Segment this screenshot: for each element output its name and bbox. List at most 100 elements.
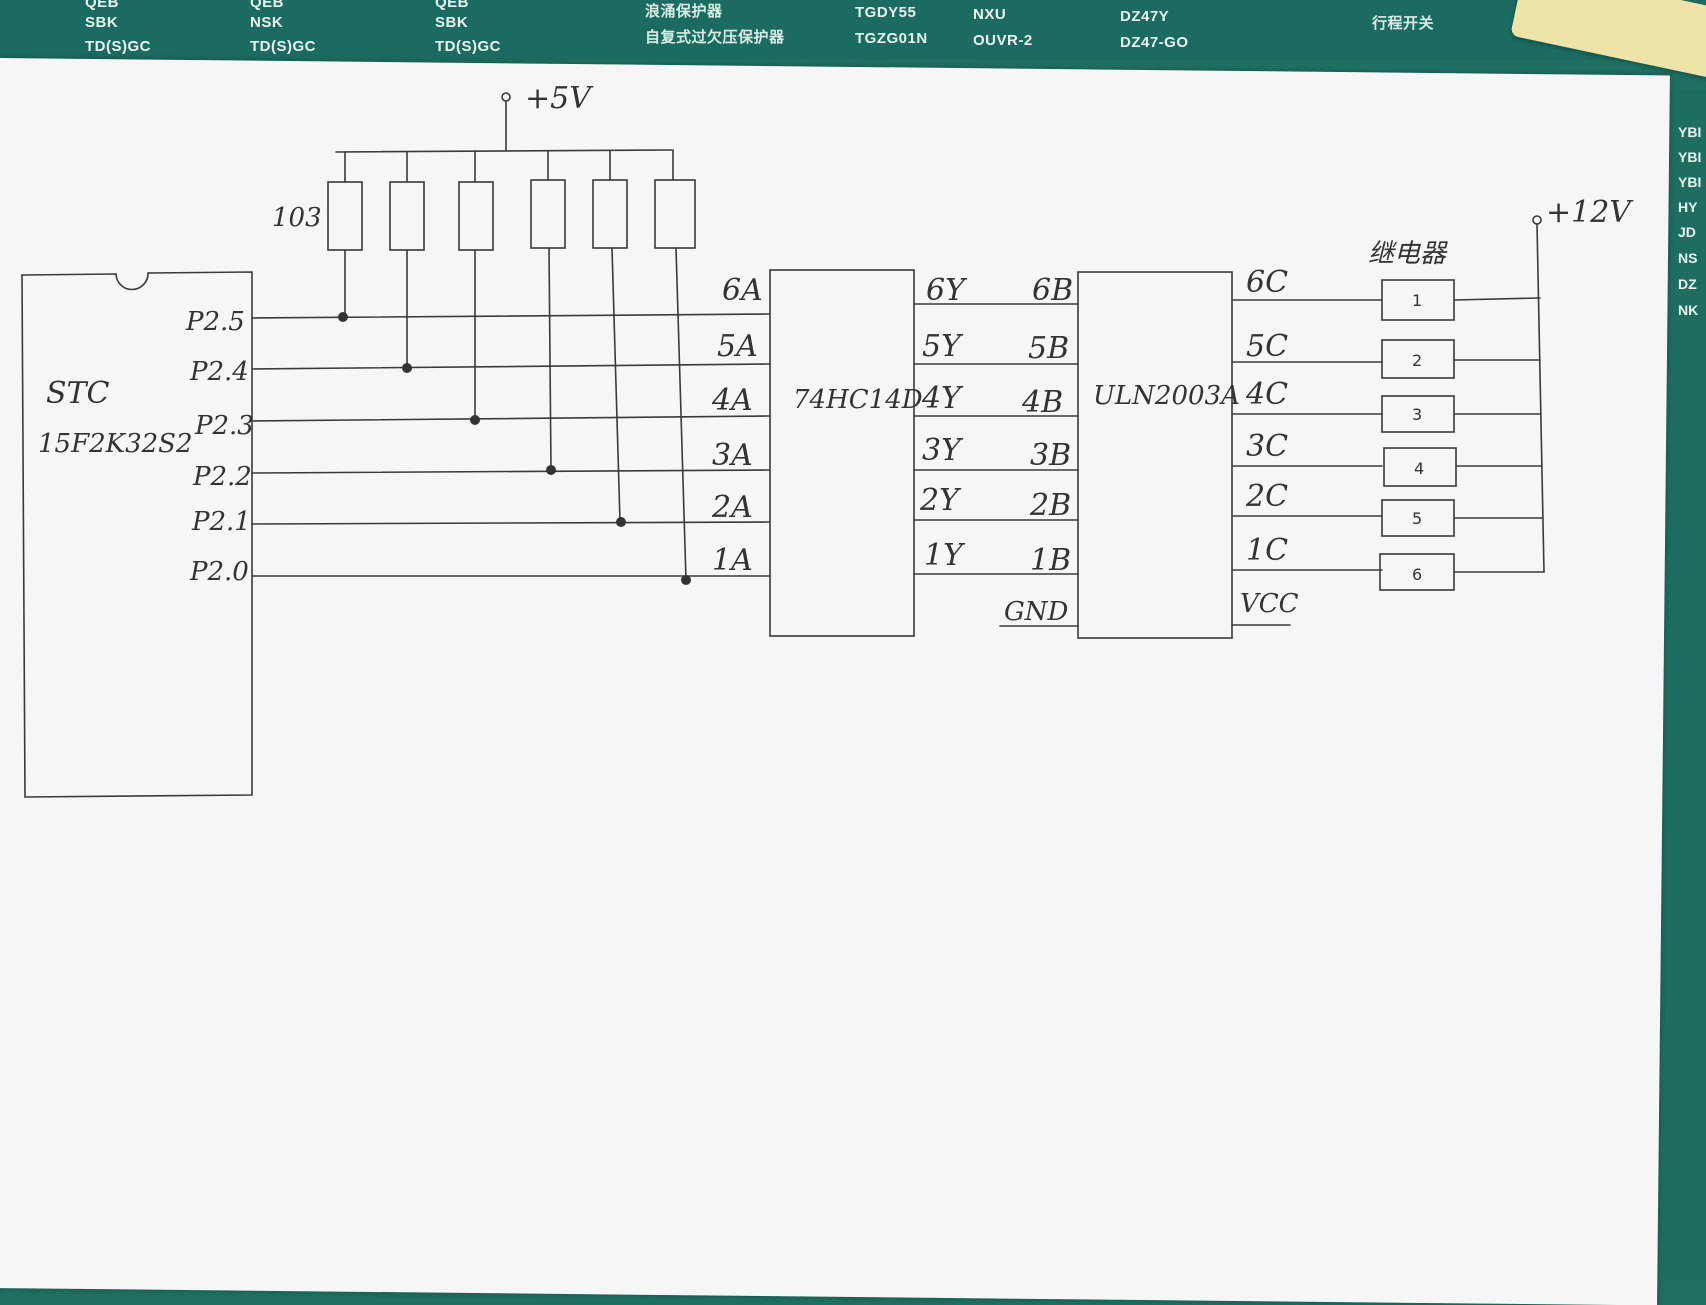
background-banner: QEB SBK TD(S)GC QEB NSK TD(S)GC QEB SBK … xyxy=(0,0,1706,60)
supply-5v-terminal xyxy=(501,92,511,102)
driver-output-label: 5C xyxy=(1246,329,1288,364)
banner-text: SBK xyxy=(85,14,119,31)
junction-dot xyxy=(681,575,691,585)
banner-text: TGZG01N xyxy=(855,30,928,47)
relay-number: 5 xyxy=(1412,509,1422,528)
mcu-pin-label: P2.2 xyxy=(192,462,252,492)
relay-number: 6 xyxy=(1412,565,1422,584)
inverter-output-label: 4Y xyxy=(921,381,964,416)
side-text: NK xyxy=(1678,302,1699,318)
banner-text: 浪涌保护器 xyxy=(645,3,723,20)
resistor-value-label: 103 xyxy=(272,203,322,233)
resistor-2 xyxy=(389,151,425,369)
banner-text: NXU xyxy=(973,6,1007,23)
relay-2 xyxy=(1381,339,1455,379)
mcu-pin-label: P2.5 xyxy=(185,307,245,337)
banner-text: TD(S)GC xyxy=(85,38,151,55)
driver-input-label: 3B xyxy=(1030,438,1071,473)
resistor-6 xyxy=(654,149,696,581)
side-text: DZ xyxy=(1678,276,1697,292)
inverter-input-label: 4A xyxy=(711,383,753,418)
signal-line-p25 xyxy=(251,313,771,319)
side-text: HY xyxy=(1678,199,1698,215)
supply-5v-label: +5V xyxy=(525,81,594,116)
relay-number: 2 xyxy=(1412,351,1422,370)
supply-12v-terminal xyxy=(1532,215,1542,225)
side-text: JD xyxy=(1678,224,1696,240)
driver-gnd-label: GND xyxy=(1004,597,1069,627)
side-text: YBI xyxy=(1678,124,1702,140)
banner-text: 自复式过欠压保护器 xyxy=(645,29,785,46)
relay-title: 继电器 xyxy=(1368,239,1448,269)
banner-text: 行程开关 xyxy=(1372,15,1435,32)
driver-output-label: 6C xyxy=(1246,265,1288,300)
banner-text: QEB xyxy=(85,0,120,11)
signal-line-p21 xyxy=(251,521,771,525)
resistor-3 xyxy=(458,150,494,421)
inverter-output-label: 1Y xyxy=(924,538,966,573)
mcu-pin-label: P2.1 xyxy=(191,507,251,537)
driver-output-label: 3C xyxy=(1246,429,1288,464)
driver-input-label: 2B xyxy=(1029,488,1071,523)
inverter-input-label: 1A xyxy=(712,543,753,578)
banner-text: DZ47-GO xyxy=(1120,34,1189,51)
inverter-chip xyxy=(769,269,915,637)
mcu-pin-label: P2.0 xyxy=(189,557,249,587)
supply-12v-rail xyxy=(1536,223,1545,573)
banner-text: QEB xyxy=(435,0,470,11)
mcu-model: 15F2K32S2 xyxy=(38,429,193,459)
relay-4 xyxy=(1383,447,1457,487)
junction-dot xyxy=(616,517,626,527)
relay-number: 1 xyxy=(1412,291,1422,310)
side-text: YBI xyxy=(1678,174,1702,190)
mcu-name: STC xyxy=(46,376,110,411)
inverter-input-label: 5A xyxy=(717,329,758,364)
supply-12v-label: +12V xyxy=(1546,195,1634,230)
inverter-input-label: 6A xyxy=(722,273,763,308)
driver-output-label: 1C xyxy=(1246,533,1288,568)
banner-text: DZ47Y xyxy=(1120,8,1170,25)
signal-line-p23 xyxy=(251,415,771,422)
banner-text: NSK xyxy=(250,14,284,31)
mcu-chip xyxy=(21,271,253,798)
banner-text: SBK xyxy=(435,14,469,31)
banner-text: TD(S)GC xyxy=(435,38,501,55)
inverter-output-label: 6Y xyxy=(926,273,968,308)
inverter-output-label: 3Y xyxy=(922,433,964,468)
mcu-pin-label: P2.4 xyxy=(189,357,249,387)
driver-name: ULN2003A xyxy=(1093,381,1240,411)
signal-line-p24 xyxy=(251,363,771,370)
driver-input-label: 1B xyxy=(1030,543,1071,578)
inverter-output-label: 5Y xyxy=(922,329,964,364)
mcu-pin-label: P2.3 xyxy=(194,411,254,441)
pullup-bus xyxy=(335,149,673,153)
junction-dot xyxy=(546,465,556,475)
relay-number: 3 xyxy=(1412,405,1422,424)
inverter-name: 74HC14D xyxy=(793,385,923,415)
junction-dot xyxy=(402,363,412,373)
banner-text: QEB xyxy=(250,0,285,11)
wire xyxy=(1453,297,1541,301)
resistor-5 xyxy=(592,150,628,523)
inverter-input-label: 2A xyxy=(711,490,753,525)
driver-input-label: 5B xyxy=(1028,331,1069,366)
driver-input-label: 4B xyxy=(1021,385,1063,420)
inverter-output-label: 2Y xyxy=(919,483,962,518)
relay-number: 4 xyxy=(1414,459,1424,478)
driver-chip xyxy=(1077,271,1233,639)
driver-vcc-label: VCC xyxy=(1240,589,1299,619)
banner-text: OUVR-2 xyxy=(973,32,1033,49)
junction-dot xyxy=(338,312,348,322)
inverter-input-label: 3A xyxy=(712,438,753,473)
junction-dot xyxy=(470,415,480,425)
signal-line-p22 xyxy=(251,469,771,474)
driver-output-label: 4C xyxy=(1245,377,1288,412)
banner-text: TGDY55 xyxy=(855,4,917,21)
banner-text: TD(S)GC xyxy=(250,38,316,55)
side-text: NS xyxy=(1678,250,1698,266)
driver-output-label: 2C xyxy=(1245,479,1288,514)
driver-input-label: 6B xyxy=(1032,273,1073,308)
resistor-4 xyxy=(530,150,566,471)
resistor-1 xyxy=(327,151,363,318)
side-text: YBI xyxy=(1678,149,1702,165)
